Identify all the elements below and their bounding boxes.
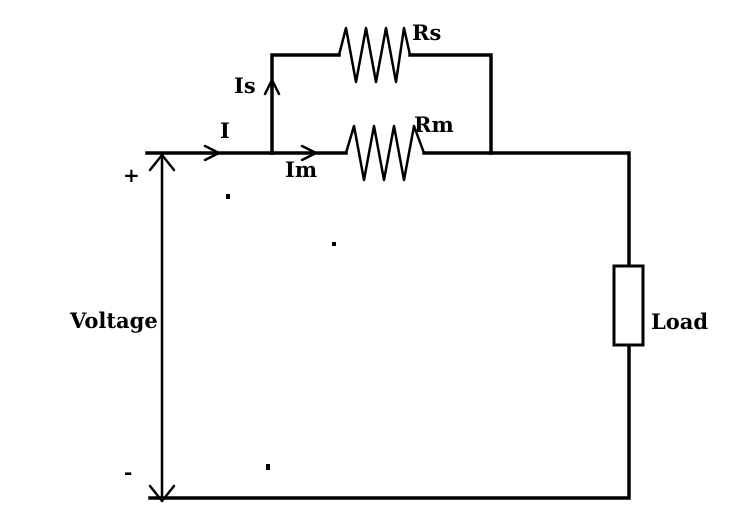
label-minus: -	[124, 460, 132, 484]
voltage-arrow-head-bottom	[148, 484, 176, 503]
dot-mark	[332, 242, 336, 246]
shunt-branch-right	[408, 53, 493, 155]
label-rm: Rm	[414, 112, 454, 137]
current-im-arrow-icon	[300, 144, 318, 162]
meter-resistor-rm	[344, 124, 426, 182]
load-box	[612, 264, 645, 347]
shunt-branch-left	[270, 53, 341, 155]
label-voltage: Voltage	[69, 308, 158, 333]
shunt-resistor-rs	[337, 26, 412, 84]
dot-mark	[266, 464, 270, 470]
current-i-arrow-icon	[203, 144, 221, 162]
voltage-arrow-head-top	[148, 153, 176, 172]
label-load: Load	[651, 309, 708, 334]
top-right-wire	[489, 151, 631, 268]
label-is: Is	[234, 73, 256, 98]
dot-mark	[226, 194, 230, 199]
label-rs: Rs	[412, 20, 441, 45]
label-plus: +	[123, 163, 140, 187]
label-im: Im	[285, 157, 317, 182]
right-wire-lower	[148, 343, 631, 500]
current-is-arrow-icon	[263, 78, 281, 96]
label-i: I	[220, 118, 230, 143]
